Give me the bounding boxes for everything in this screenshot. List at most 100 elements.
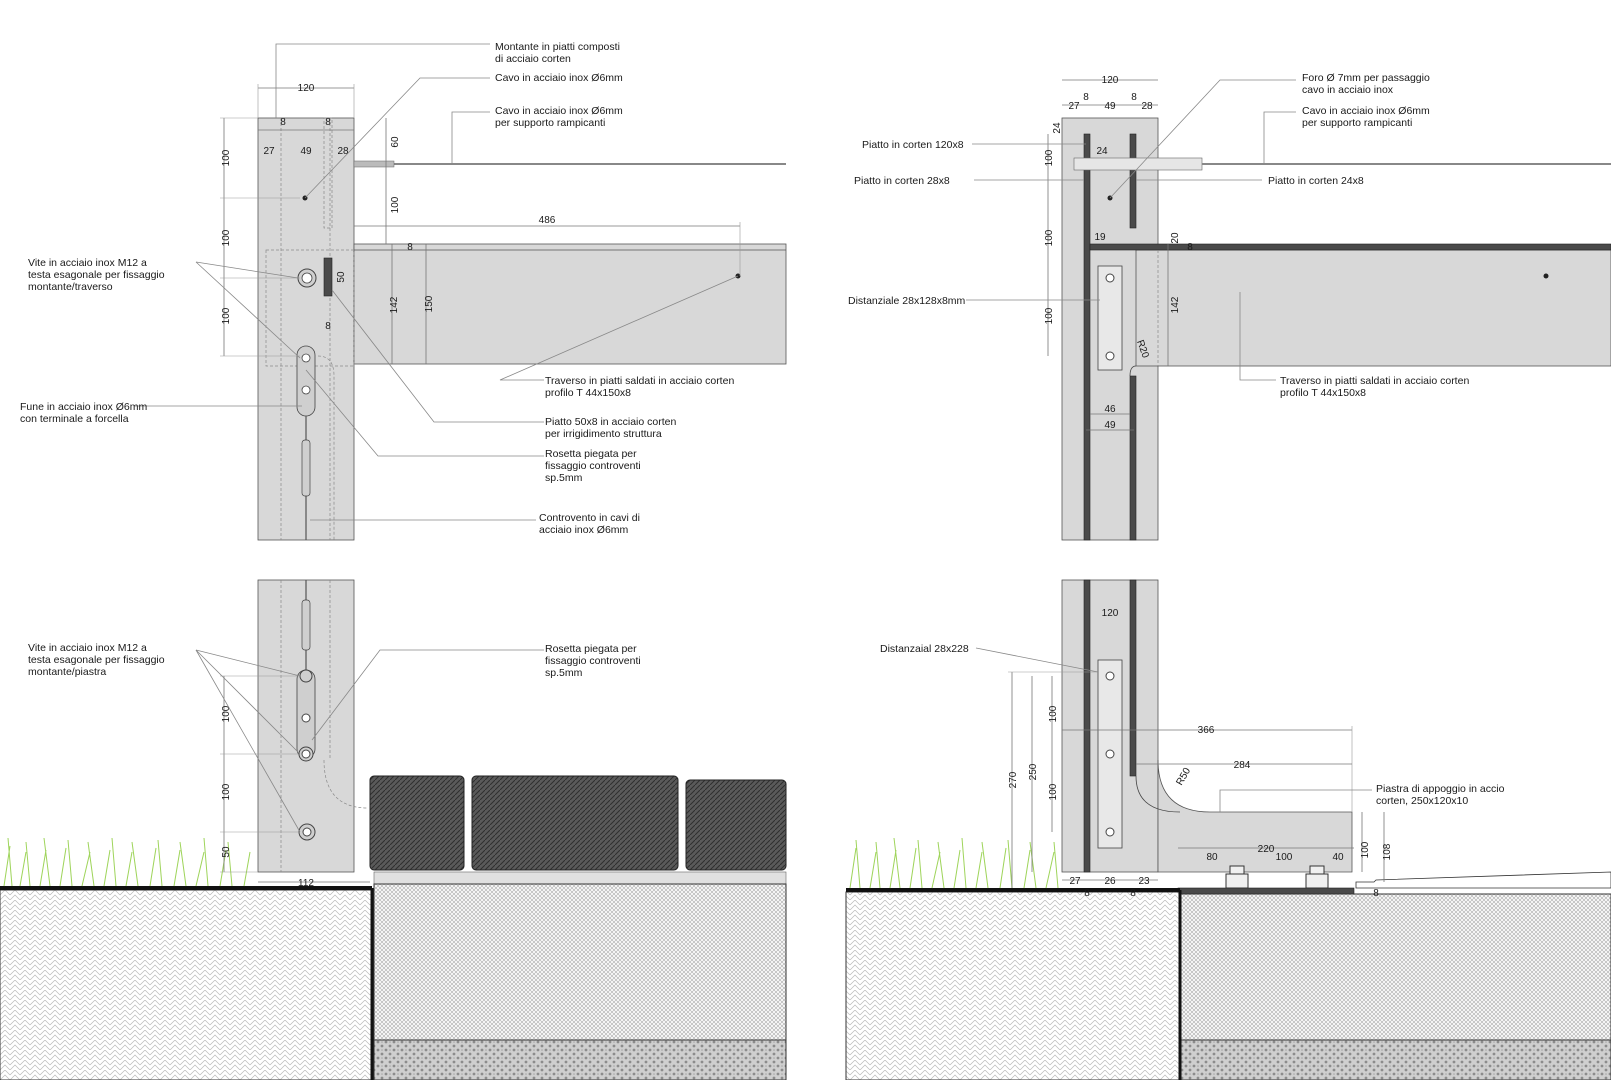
svg-text:fissaggio controventi: fissaggio controventi [545, 460, 641, 472]
svg-text:8: 8 [1083, 92, 1089, 103]
concrete-footing [1179, 893, 1611, 1041]
svg-text:Distanziale 28x128x8mm: Distanziale 28x128x8mm [848, 295, 966, 307]
svg-text:8: 8 [1187, 242, 1193, 253]
svg-text:20: 20 [1170, 232, 1181, 244]
svg-text:Traverso in piatti saldati in: Traverso in piatti saldati in acciaio co… [545, 375, 734, 387]
svg-text:270: 270 [1008, 771, 1019, 788]
svg-text:Rosetta piegata per: Rosetta piegata per [545, 643, 637, 655]
svg-text:Cavo in acciaio inox Ø6mm: Cavo in acciaio inox Ø6mm [1302, 105, 1430, 117]
svg-text:8: 8 [280, 117, 286, 128]
crossbar-left [353, 243, 787, 365]
svg-text:cavo in acciaio inox: cavo in acciaio inox [1302, 84, 1394, 96]
crossbar-right [1135, 249, 1611, 367]
svg-text:150: 150 [424, 295, 435, 312]
svg-text:24: 24 [1096, 146, 1108, 157]
annotations-right-top: Foro Ø 7mm per passaggio cavo in acciaio… [848, 72, 1469, 399]
svg-text:montante/piastra: montante/piastra [28, 666, 106, 678]
paving-blocks [369, 775, 787, 885]
left-top-detail: 120 8 8 27 49 28 100 100 100 60 100 486 … [20, 41, 787, 541]
right-top-detail: 120 8 8 27 49 28 24 24 100 100 100 19 20… [848, 72, 1611, 541]
svg-text:120: 120 [1102, 608, 1119, 619]
svg-text:8: 8 [1131, 92, 1137, 103]
svg-text:100: 100 [221, 307, 232, 324]
svg-text:49: 49 [1104, 101, 1116, 112]
svg-text:49: 49 [1104, 420, 1116, 431]
svg-text:366: 366 [1198, 725, 1215, 736]
svg-text:26: 26 [1104, 876, 1116, 887]
svg-text:Piatto in corten 120x8: Piatto in corten 120x8 [862, 139, 964, 151]
svg-text:142: 142 [389, 296, 400, 313]
svg-text:27: 27 [263, 146, 275, 157]
svg-text:100: 100 [1276, 852, 1293, 863]
svg-text:19: 19 [1094, 232, 1106, 243]
grass-right [849, 837, 1059, 889]
svg-text:testa esagonale per fissaggio: testa esagonale per fissaggio [28, 654, 165, 666]
svg-text:per supporto rampicanti: per supporto rampicanti [495, 117, 605, 129]
svg-text:100: 100 [1048, 783, 1059, 800]
svg-text:28: 28 [337, 146, 349, 157]
svg-text:100: 100 [390, 196, 401, 213]
svg-text:8: 8 [407, 242, 413, 253]
svg-text:142: 142 [1170, 296, 1181, 313]
svg-text:100: 100 [1360, 841, 1371, 858]
svg-text:250: 250 [1028, 763, 1039, 780]
svg-text:profilo T 44x150x8: profilo T 44x150x8 [1280, 387, 1366, 399]
annotations-left-top: Montante in piatti composti di acciaio c… [20, 41, 739, 536]
svg-text:8: 8 [1373, 888, 1379, 899]
svg-text:60: 60 [390, 136, 401, 148]
svg-text:fissaggio controventi: fissaggio controventi [545, 655, 641, 667]
grass-left [3, 837, 251, 887]
svg-text:sp.5mm: sp.5mm [545, 472, 583, 484]
plate-24x8 [1129, 133, 1137, 229]
anchor-bolt-2 [1305, 865, 1329, 889]
left-bottom-detail: 100 100 50 112 Vite in acciaio inox M12 … [0, 579, 787, 1080]
dims-left-bottom: 100 100 50 112 [220, 675, 370, 889]
soil-left [0, 889, 373, 1080]
annotations-right-bottom: Distanzaial 28x228 Piastra di appoggio i… [880, 643, 1505, 812]
svg-text:49: 49 [300, 146, 312, 157]
svg-text:testa esagonale per fissaggio: testa esagonale per fissaggio [28, 269, 165, 281]
gravel-layer-right [1179, 1039, 1611, 1080]
svg-text:27: 27 [1068, 101, 1080, 112]
concrete-bed [373, 883, 787, 1041]
svg-text:220: 220 [1258, 844, 1275, 855]
svg-text:Fune in acciaio inox Ø6mm: Fune in acciaio inox Ø6mm [20, 401, 147, 413]
svg-text:Montante in piatti composti: Montante in piatti composti [495, 41, 620, 53]
soil-right [845, 891, 1181, 1080]
dims-right-bottom: 120 366 284 R50 270 250 100 100 220 80 1… [1008, 608, 1393, 899]
svg-text:100: 100 [1044, 307, 1055, 324]
svg-text:100: 100 [221, 149, 232, 166]
svg-text:Vite in acciaio inox M12 a: Vite in acciaio inox M12 a [28, 257, 147, 269]
svg-text:486: 486 [539, 215, 556, 226]
svg-text:R50: R50 [1174, 766, 1193, 788]
svg-text:profilo T 44x150x8: profilo T 44x150x8 [545, 387, 631, 399]
svg-text:Foro Ø 7mm per passaggio: Foro Ø 7mm per passaggio [1302, 72, 1430, 84]
stiffener-plate [323, 257, 333, 297]
svg-text:Controvento in cavi di: Controvento in cavi di [539, 512, 640, 524]
annotations-left-bottom: Vite in acciaio inox M12 a testa esagona… [28, 642, 641, 833]
svg-text:di acciaio corten: di acciaio corten [495, 53, 571, 65]
svg-text:80: 80 [1206, 852, 1218, 863]
svg-text:23: 23 [1138, 876, 1150, 887]
svg-text:acciaio inox Ø6mm: acciaio inox Ø6mm [539, 524, 629, 536]
svg-text:Piatto in corten 24x8: Piatto in corten 24x8 [1268, 175, 1364, 187]
svg-text:8: 8 [1084, 888, 1090, 899]
svg-text:con terminale a forcella: con terminale a forcella [20, 413, 129, 425]
svg-text:100: 100 [1048, 705, 1059, 722]
svg-text:284: 284 [1234, 760, 1251, 771]
svg-text:8: 8 [1130, 888, 1136, 899]
svg-text:montante/traverso: montante/traverso [28, 281, 113, 293]
svg-text:120: 120 [298, 83, 315, 94]
plate-120x8 [1083, 133, 1091, 541]
svg-text:28: 28 [1141, 101, 1153, 112]
svg-text:100: 100 [221, 229, 232, 246]
svg-text:100: 100 [221, 783, 232, 800]
svg-text:27: 27 [1069, 876, 1081, 887]
svg-text:40: 40 [1332, 852, 1344, 863]
svg-text:Vite in acciaio inox M12 a: Vite in acciaio inox M12 a [28, 642, 147, 654]
anchor-bolt-1 [1225, 865, 1249, 889]
svg-text:Cavo in acciaio inox Ø6mm: Cavo in acciaio inox Ø6mm [495, 72, 623, 84]
svg-text:sp.5mm: sp.5mm [545, 667, 583, 679]
svg-text:46: 46 [1104, 404, 1116, 415]
